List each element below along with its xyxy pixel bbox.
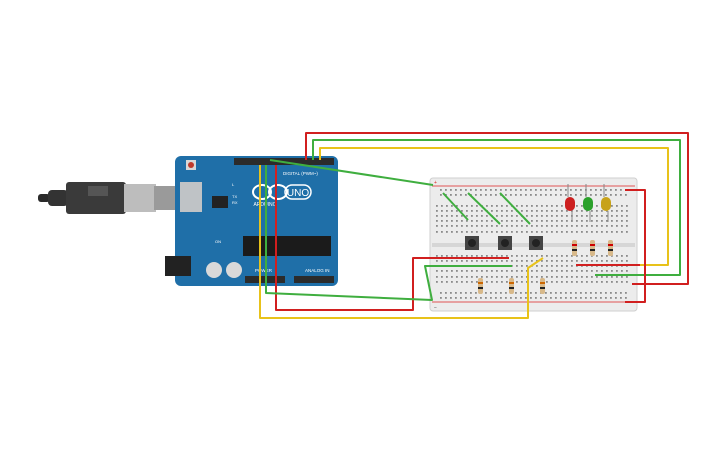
led-green[interactable]: [583, 184, 593, 222]
pushbutton-2[interactable]: [498, 236, 512, 250]
resistor-button-2[interactable]: [509, 278, 514, 294]
resistor-button-1[interactable]: [478, 278, 483, 294]
on-led-label: ON: [215, 239, 221, 244]
resistor-led-1[interactable]: [572, 240, 577, 256]
breadboard-holes[interactable]: [436, 189, 628, 299]
wire-green-d2[interactable]: [269, 159, 434, 186]
rail-minus-label: −: [434, 305, 437, 311]
rx-label: RX: [232, 200, 238, 205]
led-yellow[interactable]: [601, 184, 611, 222]
rail-plus-label: +: [434, 180, 437, 186]
wire-red-gnd[interactable]: [275, 165, 509, 311]
analog-header[interactable]: [294, 276, 334, 283]
usb-cable[interactable]: [38, 182, 180, 214]
digital-header-label: DIGITAL (PWM~): [283, 171, 318, 176]
usb-port: [180, 182, 202, 212]
pushbutton-1[interactable]: [465, 236, 479, 250]
capacitor-right: [226, 262, 242, 278]
capacitor-left: [206, 262, 222, 278]
wire-green-top[interactable]: [312, 139, 681, 276]
resistor-button-3[interactable]: [540, 278, 545, 294]
resistor-led-2[interactable]: [590, 240, 595, 256]
wire-yellow-top[interactable]: [319, 147, 669, 266]
arduino-uno-board[interactable]: UNO ARDUINO DIGITAL (PWM~) POWER ANALOG …: [165, 156, 338, 286]
wire-green-btn2[interactable]: [467, 192, 501, 225]
led-red[interactable]: [565, 184, 575, 222]
microcontroller-chip: [243, 236, 331, 256]
pushbutton-3[interactable]: [529, 236, 543, 250]
tx-label: TX: [232, 194, 237, 199]
wire-yellow-gnd[interactable]: [259, 165, 544, 319]
resistor-led-3[interactable]: [608, 240, 613, 256]
wire-red-5v-top[interactable]: [305, 132, 689, 285]
reset-button[interactable]: [188, 162, 194, 168]
wire-green-btn1[interactable]: [442, 192, 469, 221]
power-header-label: POWER: [255, 268, 273, 273]
wire-green-btn3[interactable]: [499, 192, 531, 225]
l-led-label: L: [232, 182, 235, 187]
wire-red-right-rail[interactable]: [625, 189, 646, 303]
power-jack: [165, 256, 191, 276]
uno-label: UNO: [287, 188, 309, 199]
analog-header-label: ANALOG IN: [305, 268, 330, 273]
wire-green-gnd[interactable]: [265, 165, 512, 301]
